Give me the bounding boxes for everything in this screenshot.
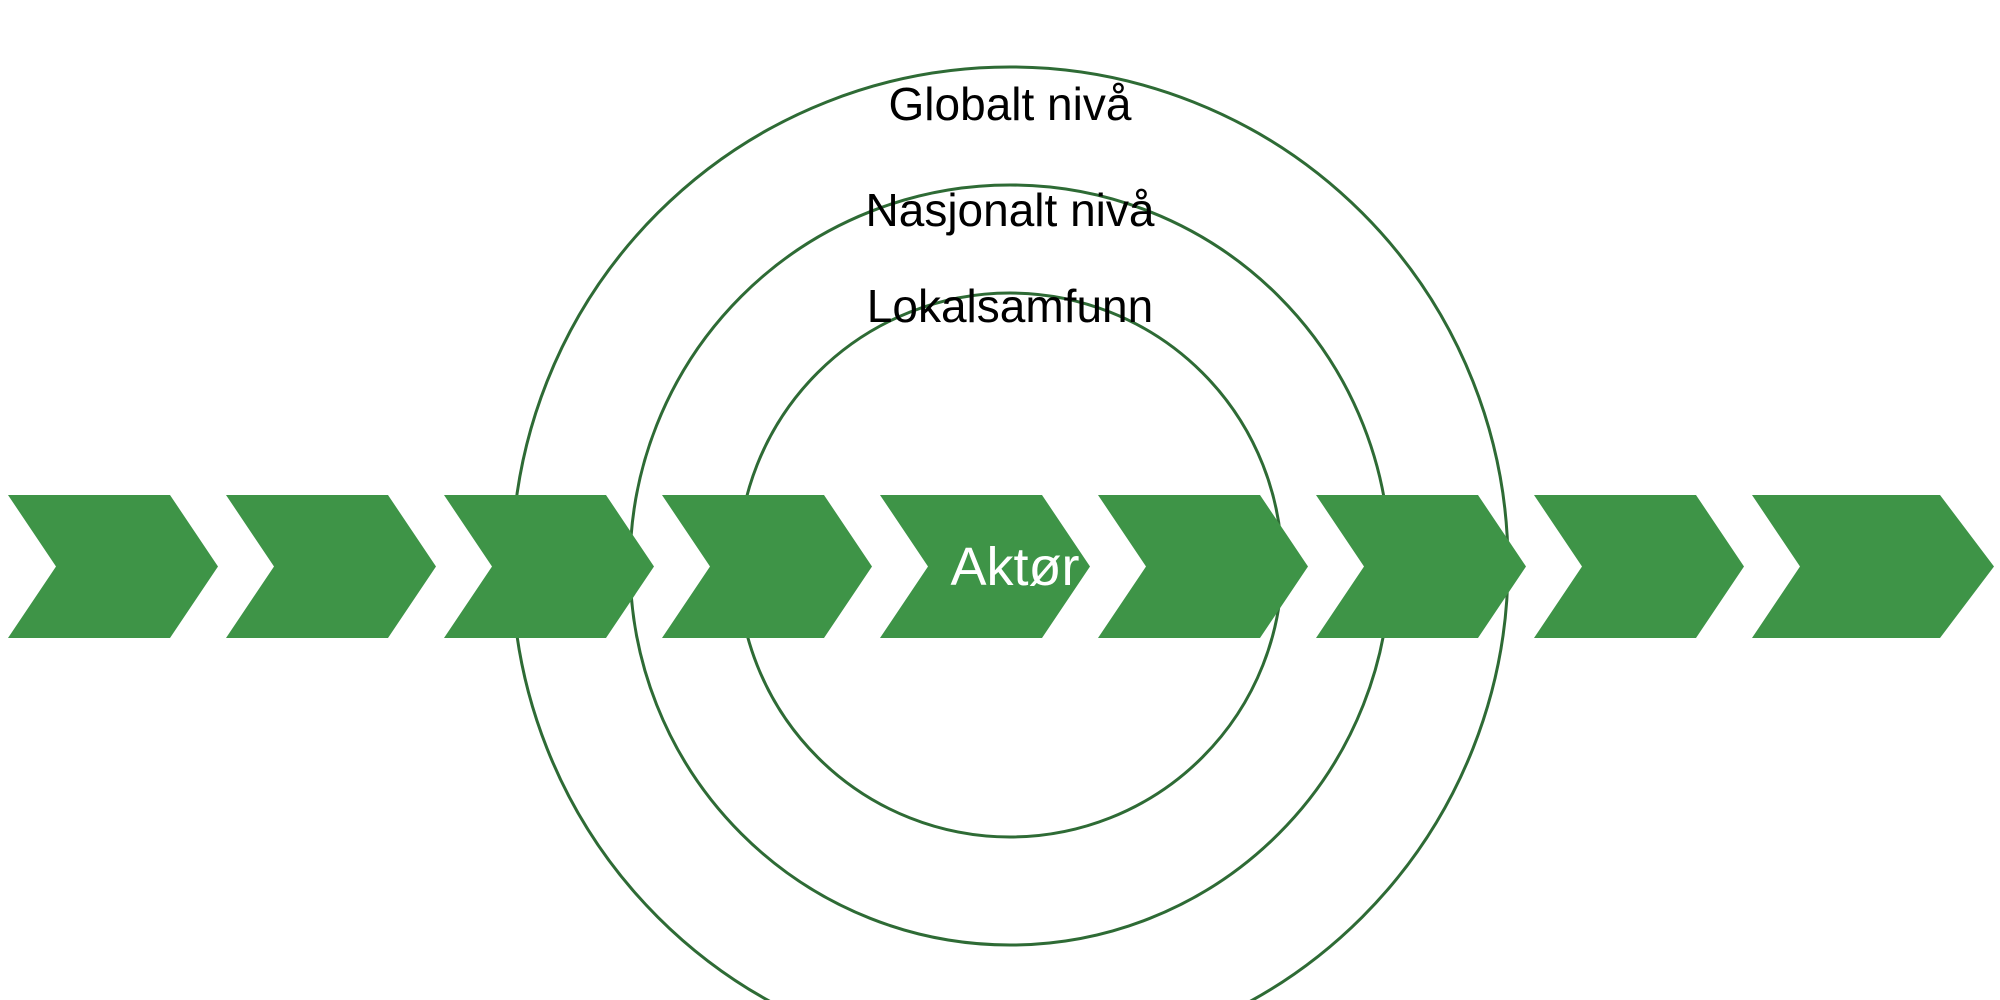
chevron-8 <box>1534 495 1744 638</box>
chevron-4 <box>662 495 872 638</box>
chevron-3 <box>444 495 654 638</box>
chevron-5 <box>880 495 1090 638</box>
chevron-7 <box>1316 495 1526 638</box>
ring-label-group: Globalt nivå Nasjonalt nivå Lokalsamfunn <box>866 78 1155 332</box>
chevron-2 <box>226 495 436 638</box>
chevron-9 <box>1752 495 1994 638</box>
chevron-group <box>8 495 1994 638</box>
ring-label-outer: Globalt nivå <box>889 78 1132 130</box>
ring-label-inner: Lokalsamfunn <box>867 280 1153 332</box>
chevron-1 <box>8 495 218 638</box>
ring-label-middle: Nasjonalt nivå <box>866 184 1155 236</box>
chevron-6 <box>1098 495 1308 638</box>
center-actor-label: Aktør <box>951 537 1080 597</box>
